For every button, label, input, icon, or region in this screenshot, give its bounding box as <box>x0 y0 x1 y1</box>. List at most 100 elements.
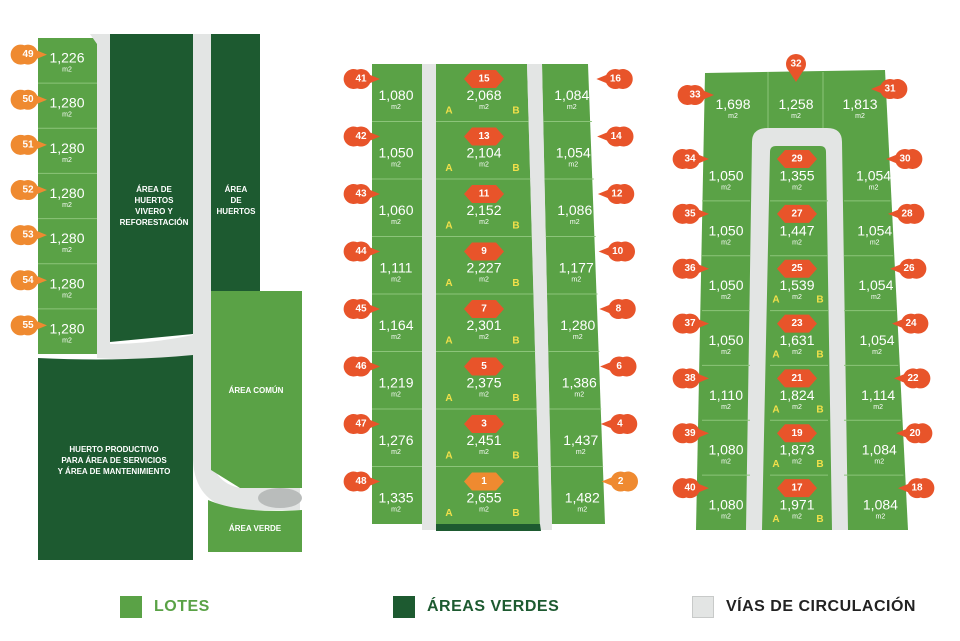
pin-lot-45-circle <box>351 299 371 319</box>
lot-29-unit: m2 <box>792 184 802 191</box>
mid-bottom-strip <box>436 524 541 531</box>
legend-swatch-vias <box>692 596 714 618</box>
pin-lot-8[interactable]: 8 <box>599 299 636 319</box>
pin-lot-33-number: 33 <box>689 90 701 101</box>
pin-lot-52-circle <box>18 180 38 200</box>
lot-51-area: 1,280 <box>49 140 84 156</box>
area-productivo-label-line-0: HUERTO PRODUCTIVO <box>69 445 158 454</box>
pin-lot-55[interactable]: 55 <box>10 315 47 336</box>
lot-44-unit: m2 <box>391 276 401 283</box>
pin-lot-33[interactable]: 33 <box>677 85 714 105</box>
lot-25-label-a: A <box>772 295 779 306</box>
pin-lot-29-number: 29 <box>791 154 803 165</box>
lot-13-label-a: A <box>445 163 452 174</box>
pin-lot-13[interactable]: 13 <box>464 127 504 146</box>
pin-lot-6[interactable]: 6 <box>600 356 637 377</box>
pin-lot-49[interactable]: 49 <box>10 44 47 65</box>
pin-lot-19-shape <box>777 424 817 443</box>
pin-lot-42-number: 42 <box>355 131 367 142</box>
pin-lot-17[interactable]: 17 <box>777 479 817 498</box>
left-block: 1,226m2491,280m2501,280m2511,280m2521,28… <box>10 34 302 560</box>
pin-lot-8-number: 8 <box>616 304 622 315</box>
pin-lot-30-circle <box>895 149 915 169</box>
pin-lot-22[interactable]: 22 <box>894 368 931 389</box>
pin-lot-50-number: 50 <box>22 94 34 105</box>
lot-3-label-a: A <box>445 451 452 462</box>
pin-lot-26-number: 26 <box>903 263 915 274</box>
pin-lot-9[interactable]: 9 <box>464 242 504 261</box>
area-comun <box>211 291 302 488</box>
pin-lot-16[interactable]: 16 <box>596 68 633 89</box>
pin-lot-10[interactable]: 10 <box>598 241 635 262</box>
lot-27-area: 1,447 <box>779 222 814 238</box>
pin-lot-33-circle <box>685 85 705 105</box>
lot-38-unit: m2 <box>721 404 731 411</box>
pin-lot-54[interactable]: 54 <box>10 270 47 291</box>
pin-lot-11[interactable]: 11 <box>464 185 504 203</box>
pin-lot-46[interactable]: 46 <box>343 356 380 377</box>
pin-lot-18[interactable]: 18 <box>898 478 935 499</box>
pin-lot-14[interactable]: 14 <box>597 126 634 147</box>
pin-lot-51[interactable]: 51 <box>10 134 47 155</box>
pin-lot-29[interactable]: 29 <box>777 150 817 168</box>
pin-lot-35[interactable]: 35 <box>672 203 709 224</box>
pin-lot-24[interactable]: 24 <box>892 313 929 334</box>
lot-25-area: 1,539 <box>779 277 814 293</box>
pin-lot-31[interactable]: 31 <box>871 79 908 99</box>
lot-17-unit: m2 <box>792 514 802 521</box>
pin-lot-40[interactable]: 40 <box>672 478 709 499</box>
pin-lot-15[interactable]: 15 <box>464 70 504 88</box>
pin-lot-47-number: 47 <box>355 419 367 430</box>
pin-lot-27[interactable]: 27 <box>777 204 817 223</box>
pin-lot-39[interactable]: 39 <box>672 423 709 444</box>
pin-lot-43[interactable]: 43 <box>343 184 380 205</box>
pin-lot-45[interactable]: 45 <box>343 299 380 319</box>
pin-lot-20[interactable]: 20 <box>896 423 933 444</box>
pin-lot-3[interactable]: 3 <box>464 415 504 433</box>
lot-24-area: 1,054 <box>859 332 894 348</box>
pin-lot-35-number: 35 <box>684 208 696 219</box>
pin-lot-38[interactable]: 38 <box>672 368 709 389</box>
lot-15-area: 2,068 <box>466 87 501 103</box>
pin-lot-22-number: 22 <box>907 373 919 384</box>
pin-lot-36[interactable]: 36 <box>672 258 709 279</box>
pin-lot-32[interactable]: 32 <box>786 54 806 82</box>
pin-lot-14-circle <box>606 126 627 147</box>
pin-lot-50[interactable]: 50 <box>10 89 47 110</box>
pin-lot-25[interactable]: 25 <box>777 259 817 278</box>
pin-lot-48[interactable]: 48 <box>343 471 380 492</box>
pin-lot-7[interactable]: 7 <box>464 300 504 318</box>
lot-12-area: 1,086 <box>557 202 592 218</box>
pin-lot-34[interactable]: 34 <box>672 149 709 170</box>
lot-26-unit: m2 <box>871 294 881 301</box>
pin-lot-28[interactable]: 28 <box>888 203 925 224</box>
pin-lot-5[interactable]: 5 <box>464 357 504 376</box>
lot-26-area: 1,054 <box>858 277 893 293</box>
lot-22-unit: m2 <box>873 404 883 411</box>
pin-lot-47[interactable]: 47 <box>343 414 380 435</box>
pin-lot-44[interactable]: 44 <box>343 241 380 262</box>
pin-lot-41[interactable]: 41 <box>343 68 380 89</box>
lot-15-label-a: A <box>445 106 452 117</box>
pin-lot-4[interactable]: 4 <box>600 414 638 435</box>
lot-45-unit: m2 <box>391 334 401 341</box>
pin-lot-7-shape <box>464 300 504 318</box>
pin-lot-12[interactable]: 12 <box>597 184 635 205</box>
pin-lot-53[interactable]: 53 <box>10 225 47 246</box>
pin-lot-19[interactable]: 19 <box>777 424 817 443</box>
lot-36-area: 1,050 <box>708 277 743 293</box>
pin-lot-53-number: 53 <box>22 230 34 241</box>
pin-lot-26[interactable]: 26 <box>890 258 927 279</box>
lot-34-unit: m2 <box>721 184 731 191</box>
lot-31-unit: m2 <box>855 113 865 120</box>
pin-lot-52[interactable]: 52 <box>10 180 47 200</box>
pin-lot-42[interactable]: 42 <box>343 126 380 147</box>
pin-lot-1[interactable]: 1 <box>464 472 504 491</box>
pin-lot-2[interactable]: 2 <box>601 471 638 492</box>
pin-lot-23[interactable]: 23 <box>777 314 817 333</box>
pin-lot-21[interactable]: 21 <box>777 369 817 388</box>
pin-lot-37[interactable]: 37 <box>672 313 709 334</box>
pin-lot-5-number: 5 <box>481 361 487 372</box>
lot-8-unit: m2 <box>573 334 583 341</box>
pin-lot-30[interactable]: 30 <box>886 149 923 169</box>
